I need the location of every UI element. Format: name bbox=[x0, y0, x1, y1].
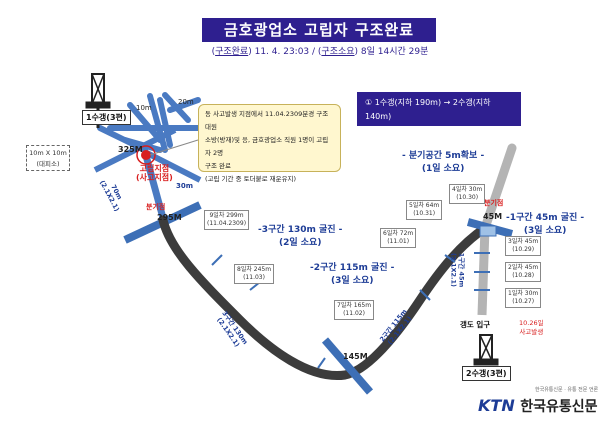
note-connector bbox=[149, 139, 199, 156]
level-325: 325M bbox=[118, 145, 143, 154]
distance-info-box: ① 1수갱(지하 190m) → 2수갱(지하 140m) - 수평거리 : 3… bbox=[357, 92, 521, 135]
info-line-1: ① 1수갱(지하 190m) → 2수갱(지하 140m) bbox=[365, 98, 491, 121]
day-box-7: 7일차 165m (11.02) bbox=[334, 300, 375, 320]
day-box-1: 1일차 30m (10.27) bbox=[505, 288, 542, 308]
accident-site-line-2: (사고지점) bbox=[136, 173, 173, 182]
shaft2-headframe bbox=[473, 334, 499, 366]
segment-1-label: 1구간 45m (2.1X2.1) bbox=[449, 253, 465, 288]
logo-brand: KTN bbox=[478, 396, 515, 415]
rescue-tunnel bbox=[158, 215, 490, 381]
shaft2-label: 2수갱(3편) bbox=[462, 366, 511, 381]
section2-days: (3일 소요) bbox=[330, 276, 374, 286]
day-8-progress: 8일차 245m bbox=[237, 266, 272, 273]
level-145: 145M bbox=[343, 352, 368, 361]
logo-tagline: 한국유통신문 · 유통 전문 언론 bbox=[535, 387, 599, 393]
entrance-label: 갱도 입구 bbox=[460, 320, 491, 329]
note-line-3: 구조 완료 bbox=[205, 162, 231, 170]
rescue-subtitle: (구조완료) 11. 4. 23:03 / (구조소요) 8일 14시간 29분 bbox=[211, 47, 429, 57]
section3-label: -3구간 130m 굴진 - (2일 소요) bbox=[258, 222, 342, 248]
info-line-2: - 수평거리 : 325m(2.1X2.1) bbox=[365, 126, 468, 135]
section3-excavation: -3구간 130m 굴진 - bbox=[258, 225, 343, 235]
day-4-date: (10.30) bbox=[456, 194, 479, 201]
news-logo: KTN 한국유통신문 bbox=[478, 396, 598, 416]
branch-point-1: 분기점 bbox=[146, 203, 166, 211]
rescue-note: 동 사고발생 지점에서 11.04.2309분경 구조대원 소방(방재)및 응,… bbox=[198, 104, 341, 183]
shelter-size: 10m X 10m bbox=[29, 149, 67, 157]
day-box-3: 3일차 45m (10.29) bbox=[505, 236, 542, 256]
duration-value: 8일 14시간 29분 bbox=[360, 47, 429, 57]
page-title: 금호광업소 고립자 구조완료 bbox=[202, 18, 436, 42]
day-5-date: (10.31) bbox=[413, 210, 436, 217]
day-4-progress: 4일차 30m bbox=[452, 186, 483, 193]
section1-days: (3일 소요) bbox=[523, 226, 567, 236]
shaft1-label: 1수갱(3편) bbox=[82, 110, 131, 125]
segment-1-size: (2.1X2.1) bbox=[449, 253, 458, 287]
day-9-progress: 9일차 299m bbox=[209, 212, 244, 219]
day-1-progress: 1일차 30m bbox=[508, 290, 539, 297]
day-5-progress: 5일차 64m bbox=[409, 202, 440, 209]
segment-70m bbox=[141, 151, 167, 219]
branch-room bbox=[479, 225, 497, 237]
shelter-label: (대피소) bbox=[36, 160, 60, 168]
dist-10m: 10m bbox=[136, 104, 152, 112]
note-line-4: (고립 기간 중 토더붙로 재운유지) bbox=[205, 175, 297, 183]
day-box-6: 6일차 72m (11.01) bbox=[380, 228, 417, 248]
day-box-8: 8일차 245m (11.03) bbox=[234, 264, 275, 284]
section2-excavation: -2구간 115m 굴진 - bbox=[310, 263, 395, 273]
day-2-progress: 2일차 45m bbox=[508, 264, 539, 271]
section2-label: -2구간 115m 굴진 - (3일 소요) bbox=[310, 260, 394, 286]
branch-space-tunnel bbox=[480, 143, 517, 233]
accident-date-note: 10.26일 사고발생 bbox=[519, 319, 544, 337]
branch-space-excavation: - 분기공간 5m확보 - bbox=[402, 151, 485, 161]
segment-1-length: 1구간 45m bbox=[457, 252, 466, 288]
accident-date: 10.26일 bbox=[519, 319, 544, 327]
upper-workings bbox=[97, 92, 203, 153]
accident-event: 사고발생 bbox=[519, 328, 544, 336]
day-6-date: (11.01) bbox=[387, 238, 410, 245]
note-line-1: 동 사고발생 지점에서 11.04.2309분경 구조대원 bbox=[205, 110, 329, 131]
accident-site-label: 고립지점 (사고지점) bbox=[136, 164, 173, 182]
section1-excavation: -1구간 45m 굴진 - bbox=[506, 213, 585, 223]
dist-20m: 20m bbox=[178, 98, 194, 106]
day-7-date: (11.02) bbox=[343, 310, 365, 317]
branch-point-2: 분기점 bbox=[484, 199, 504, 207]
day-box-4: 4일차 30m (10.30) bbox=[449, 184, 486, 204]
logo-name: 한국유통신문 bbox=[520, 399, 598, 415]
level-45: 45M bbox=[483, 212, 503, 221]
day-ticks bbox=[211, 252, 490, 369]
shelter-box: 10m X 10m (대피소) bbox=[26, 145, 70, 171]
day-8-date: (11.03) bbox=[243, 274, 265, 281]
section1-label: -1구간 45m 굴진 - (3일 소요) bbox=[506, 210, 584, 236]
duration-label: 구조소요 bbox=[321, 47, 355, 57]
day-2-date: (10.28) bbox=[512, 272, 535, 279]
level-295: 295M bbox=[157, 213, 182, 222]
rescue-label: 구조완료 bbox=[215, 47, 249, 57]
day-box-5: 5일차 64m (10.31) bbox=[406, 200, 443, 220]
accident-site-line-1: 고립지점 bbox=[139, 164, 170, 173]
rescue-time: 11. 4. 23:03 / bbox=[254, 47, 316, 57]
day-1-date: (10.27) bbox=[512, 298, 535, 305]
note-line-2: 소방(방재)및 응, 금호광업소 직원 1명이 고립자 2명 bbox=[205, 136, 329, 157]
dist-30m: 30m bbox=[176, 182, 194, 190]
level-145-marker bbox=[321, 337, 374, 395]
accident-marker bbox=[141, 150, 151, 160]
day-7-progress: 7일차 165m bbox=[337, 302, 372, 309]
day-9-date: (11.04.2309) bbox=[207, 220, 247, 227]
day-box-9: 9일차 299m (11.04.2309) bbox=[204, 210, 250, 230]
day-3-progress: 3일차 45m bbox=[508, 238, 539, 245]
day-box-2: 2일차 45m (10.28) bbox=[505, 262, 542, 282]
day-3-date: (10.29) bbox=[512, 246, 535, 253]
section3-days: (2일 소요) bbox=[278, 238, 322, 248]
day-6-progress: 6일차 72m bbox=[383, 230, 414, 237]
branch-space-label: - 분기공간 5m확보 - (1일 소요) bbox=[402, 148, 484, 174]
branch-space-days: (1일 소요) bbox=[421, 164, 465, 174]
level-325-marker bbox=[93, 127, 177, 173]
